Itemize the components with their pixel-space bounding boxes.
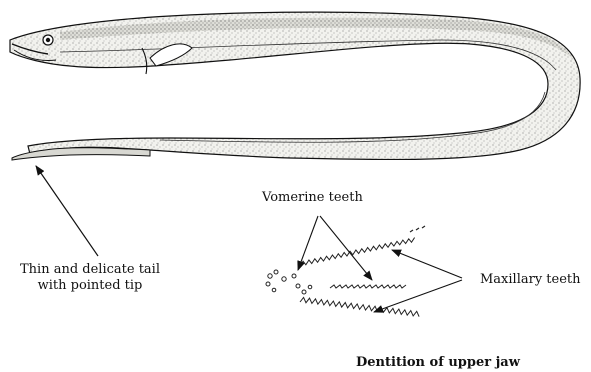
maxillary-pointer-lower: [374, 280, 462, 312]
maxillary-teeth-label: Maxillary teeth: [480, 272, 581, 288]
eel-drawing: [10, 12, 580, 160]
maxillary-pointer-upper: [392, 250, 462, 278]
tail-label: Thin and delicate tail with pointed tip: [0, 262, 180, 294]
tail-label-line-1: Thin and delicate tail: [0, 262, 180, 278]
eel-pupil: [46, 38, 50, 42]
tail-label-line-2: with pointed tip: [0, 278, 180, 294]
vomerine-teeth-middle-row: [330, 285, 406, 288]
maxillary-teeth-upper-row-dots: [410, 226, 425, 232]
vomerine-pointer-right: [320, 216, 372, 280]
maxillary-teeth-lower-row: [300, 297, 420, 317]
dentition-caption: Dentition of upper jaw: [356, 355, 520, 371]
vomerine-teeth-cluster: [266, 270, 312, 294]
dentition-diagram: [266, 226, 425, 317]
vomerine-teeth-label: Vomerine teeth: [262, 190, 363, 206]
tail-arrow: [36, 166, 98, 256]
